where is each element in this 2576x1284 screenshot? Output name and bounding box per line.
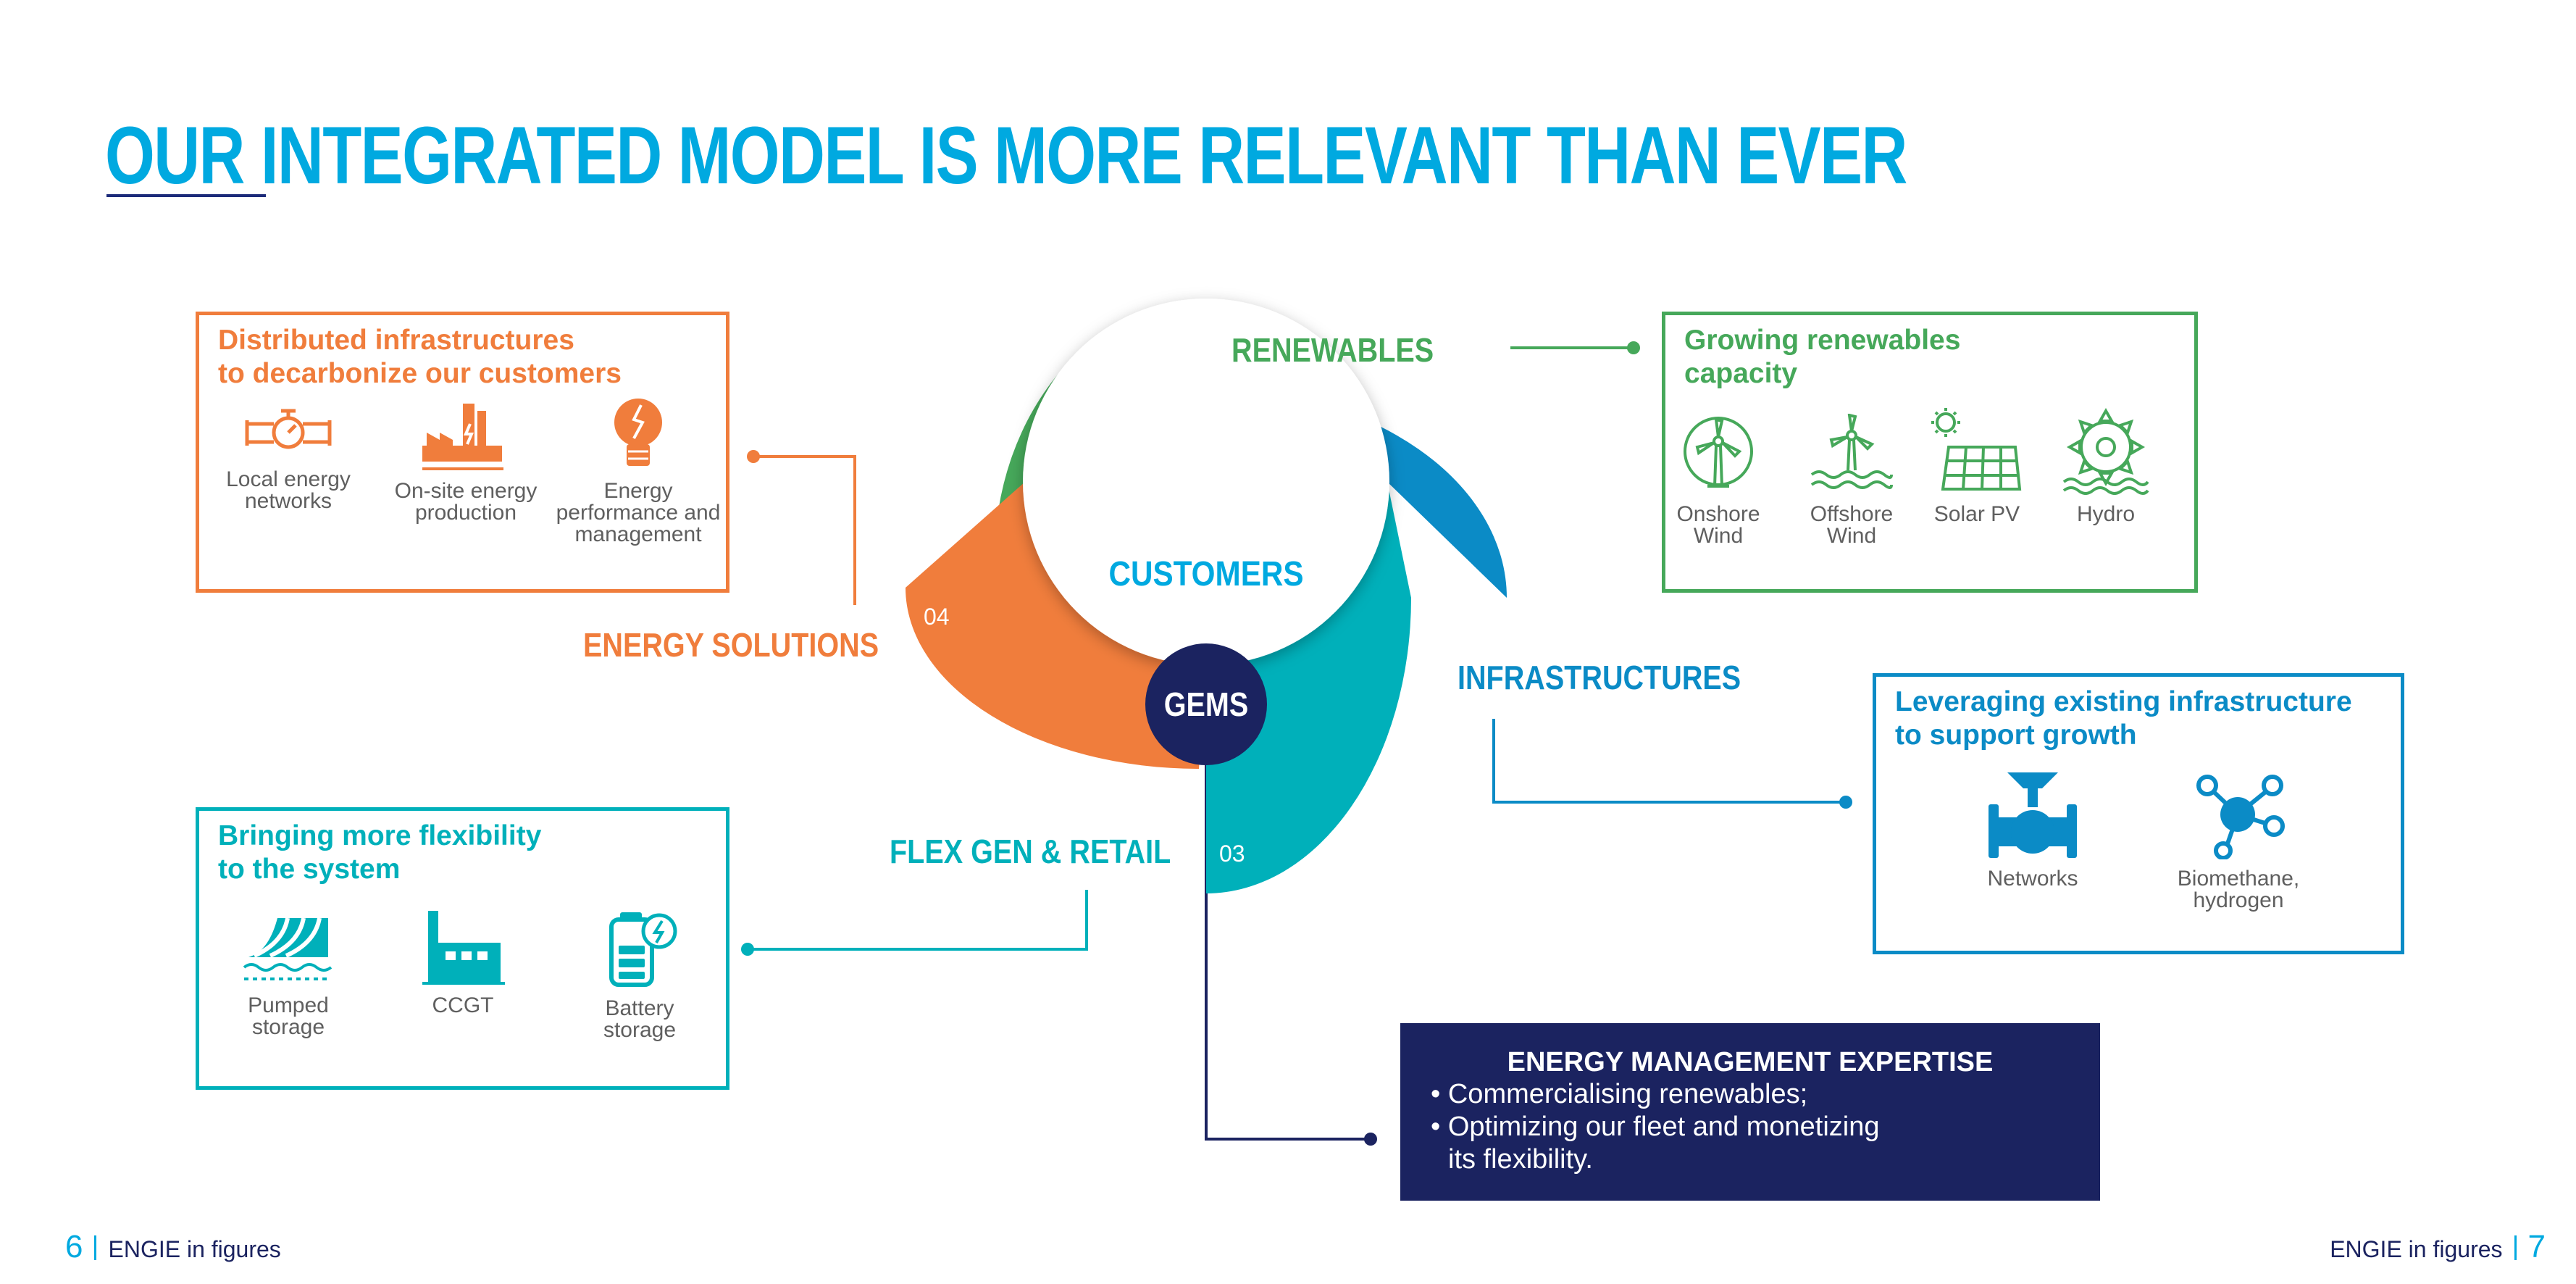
segment-number-01: 01 <box>1158 328 1184 354</box>
connector-energy-solutions <box>753 455 856 605</box>
icon-item-offshore-wind: Offshore Wind <box>1779 414 1924 547</box>
segment-label-energy-solutions: ENERGY SOLUTIONS <box>583 626 879 664</box>
title-underline <box>106 194 266 197</box>
footer-divider <box>94 1235 97 1260</box>
icon-label: Onshore Wind <box>1676 502 1760 548</box>
pipe-valve-icon <box>245 409 332 449</box>
icon-item-energy-performance: Energy performance and management <box>551 396 725 546</box>
footer-text-left: ENGIE in figures <box>108 1236 281 1262</box>
box-title: Leveraging existing infrastructure to su… <box>1895 686 2352 751</box>
icon-label: Battery storage <box>603 996 677 1042</box>
connector-infrastructures <box>1492 719 1846 804</box>
footer-text-right: ENGIE in figures <box>2330 1236 2503 1262</box>
energy-management-item: • Commercialising renewables; <box>1431 1079 1808 1109</box>
customers-label: CUSTOMERS <box>1108 555 1304 593</box>
dam-icon <box>243 917 333 980</box>
gems-label: GEMS <box>1163 685 1249 723</box>
icon-label: Hydro <box>2076 502 2136 526</box>
battery-icon <box>609 912 677 987</box>
segment-energy-solutions <box>906 482 1206 769</box>
icon-item-on-site-production: On-site energy production <box>379 402 553 524</box>
connector-flex <box>748 890 1088 951</box>
molecule-icon <box>2196 775 2285 859</box>
box-title: Growing renewables capacity <box>1684 325 1961 389</box>
segment-number-03: 03 <box>1219 841 1245 867</box>
page-title: OUR INTEGRATED MODEL IS MORE RELEVANT TH… <box>105 110 1907 201</box>
flex-box: Bringing more flexibility to the system … <box>196 807 729 1090</box>
water-wheel-icon <box>2062 407 2149 495</box>
box-title: Distributed infrastructures to decarboni… <box>218 325 622 389</box>
box-title: Bringing more flexibility to the system <box>218 820 542 885</box>
solar-panel-icon <box>1931 408 2022 491</box>
energy-management-box: ENERGY MANAGEMENT EXPERTISE • Commercial… <box>1400 1023 2100 1201</box>
icon-item-hydro: Hydro <box>2033 407 2178 525</box>
icon-label: Local energy networks <box>226 467 351 513</box>
icon-label: Energy performance and management <box>556 479 721 546</box>
gems-circle <box>1145 643 1267 765</box>
icon-item-local-energy-networks: Local energy networks <box>201 402 375 512</box>
icon-item-pumped-storage: Pumped storage <box>201 914 375 1038</box>
page-number-left: 6 <box>65 1229 83 1264</box>
icon-label: Biomethane, hydrogen <box>2177 867 2300 912</box>
pipe-valve-icon <box>1989 772 2077 858</box>
center-circle <box>1023 299 1389 665</box>
lightbulb-icon <box>614 399 662 466</box>
icon-label: Offshore Wind <box>1810 502 1894 548</box>
segment-number-02: 02 <box>1446 562 1472 588</box>
footer-divider <box>2514 1235 2517 1260</box>
footer-left: 6 ENGIE in figures <box>65 1229 281 1265</box>
infrastructures-box: Leveraging existing infrastructure to su… <box>1873 673 2404 954</box>
icon-item-networks: Networks <box>1946 770 2120 890</box>
icon-item-onshore-wind: Onshore Wind <box>1646 414 1791 547</box>
connector-dot <box>741 943 754 956</box>
icon-label: Pumped storage <box>248 993 329 1039</box>
icon-item-ccgt: CCGT <box>376 908 550 1017</box>
icon-label: Networks <box>1987 867 2078 891</box>
icon-label: On-site energy production <box>394 479 538 525</box>
segment-label-infrastructures: INFRASTRUCTURES <box>1458 659 1741 696</box>
segment-label-flex: FLEX GEN & RETAIL <box>890 833 1171 870</box>
page-number-right: 7 <box>2527 1229 2546 1264</box>
connector-dot <box>1627 341 1640 354</box>
icon-item-battery-storage: Battery storage <box>553 909 727 1041</box>
energy-management-item: • Optimizing our fleet and monetizing it… <box>1431 1112 1880 1175</box>
offshore-wind-icon <box>1810 414 1893 489</box>
connector-dot <box>1364 1133 1377 1146</box>
connector-dot <box>1839 796 1852 809</box>
icon-label: CCGT <box>432 993 494 1017</box>
power-plant-icon <box>422 911 505 985</box>
icon-item-solar-pv: Solar PV <box>1904 407 2049 525</box>
wind-turbine-icon <box>1684 417 1753 488</box>
connector-dot <box>747 450 760 463</box>
segment-number-04: 04 <box>924 604 950 630</box>
factory-icon <box>422 404 503 470</box>
energy-management-title: ENERGY MANAGEMENT EXPERTISE <box>1507 1047 1994 1077</box>
footer-right: ENGIE in figures 7 <box>2330 1229 2546 1265</box>
segment-flex <box>1206 482 1411 893</box>
segment-label-renewables: RENEWABLES <box>1231 331 1434 369</box>
energy-solutions-box: Distributed infrastructures to decarboni… <box>196 312 729 593</box>
icon-label: Solar PV <box>1933 502 2020 526</box>
icon-item-biomethane-hydrogen: Biomethane, hydrogen <box>2151 770 2325 912</box>
renewables-box: Growing renewables capacity Onshore Wind… <box>1662 312 2198 593</box>
